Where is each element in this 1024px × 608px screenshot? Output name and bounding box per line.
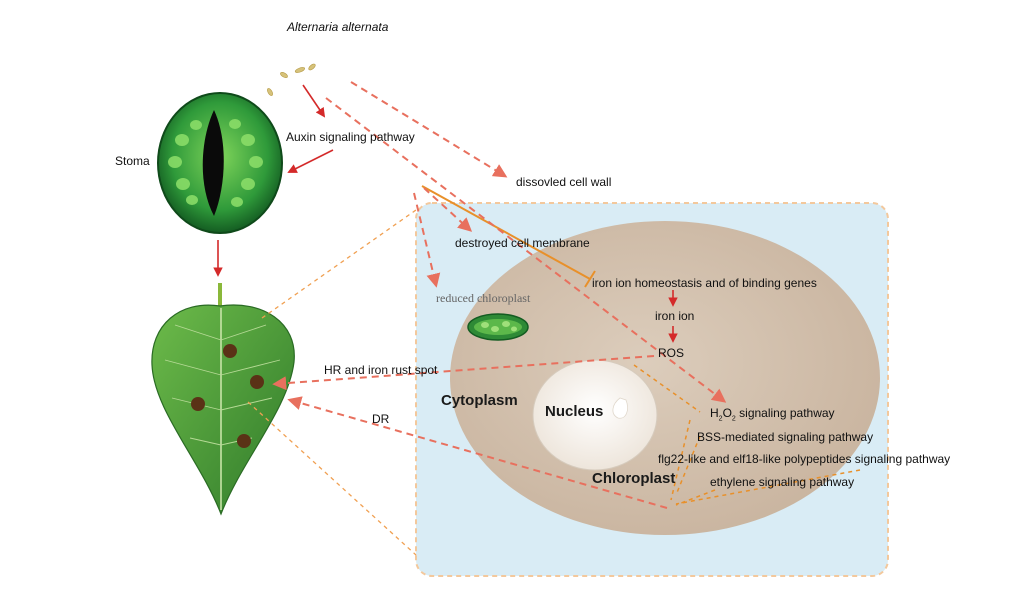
spores-icon: [267, 63, 316, 96]
h2o2-rest: signaling pathway: [735, 406, 835, 420]
h2o2-h: H: [710, 406, 719, 420]
h2o2-pathway-label: H2O2 signaling pathway: [710, 406, 835, 426]
auxin-label: Auxin signaling pathway: [286, 130, 415, 144]
reduced-chloroplast-icon: [467, 313, 529, 341]
inhibition-line: [421, 185, 596, 288]
cell-membrane-label: destroyed cell membrane: [455, 236, 590, 250]
solid-arrows: [213, 84, 678, 343]
leaf-icon: [151, 283, 295, 516]
reduced-chloroplast-label: reduced chloroplast: [436, 291, 531, 305]
hr-label: HR and iron rust spot: [324, 363, 438, 377]
flg22-pathway-label: flg22-like and elf18-like polypeptides s…: [658, 452, 951, 466]
ros-label: ROS: [658, 346, 685, 360]
nucleus-label: Nucleus: [545, 403, 604, 420]
iron-homeostasis-label: iron ion homeostasis and of binding gene…: [592, 276, 817, 290]
h2o2-sub2: 2: [731, 415, 736, 423]
cell-wall-label: dissovled cell wall: [516, 175, 612, 189]
h2o2-sub1: 2: [718, 415, 723, 423]
zoom-connector-lines: [247, 209, 417, 556]
bss-pathway-label: BSS-mediated signaling pathway: [697, 430, 874, 444]
nucleus-shape: [532, 359, 658, 471]
chloroplast-label: Chloroplast: [592, 470, 676, 487]
stoma-label: Stoma: [115, 154, 150, 168]
nucleolus-shape: [612, 397, 628, 419]
cytoplasm-label: Cytoplasm: [441, 392, 518, 409]
h2o2-o: O: [722, 406, 732, 420]
ethylene-pathway-label: ethylene signaling pathway: [710, 475, 855, 489]
iron-ion-label: iron ion: [655, 309, 695, 323]
dr-label: DR: [372, 412, 390, 426]
dashed-arrows: [272, 81, 727, 509]
pathway-connector-lines: [633, 364, 861, 506]
organism-label: Alternaria alternata: [287, 20, 389, 34]
stoma-icon: [157, 92, 283, 234]
